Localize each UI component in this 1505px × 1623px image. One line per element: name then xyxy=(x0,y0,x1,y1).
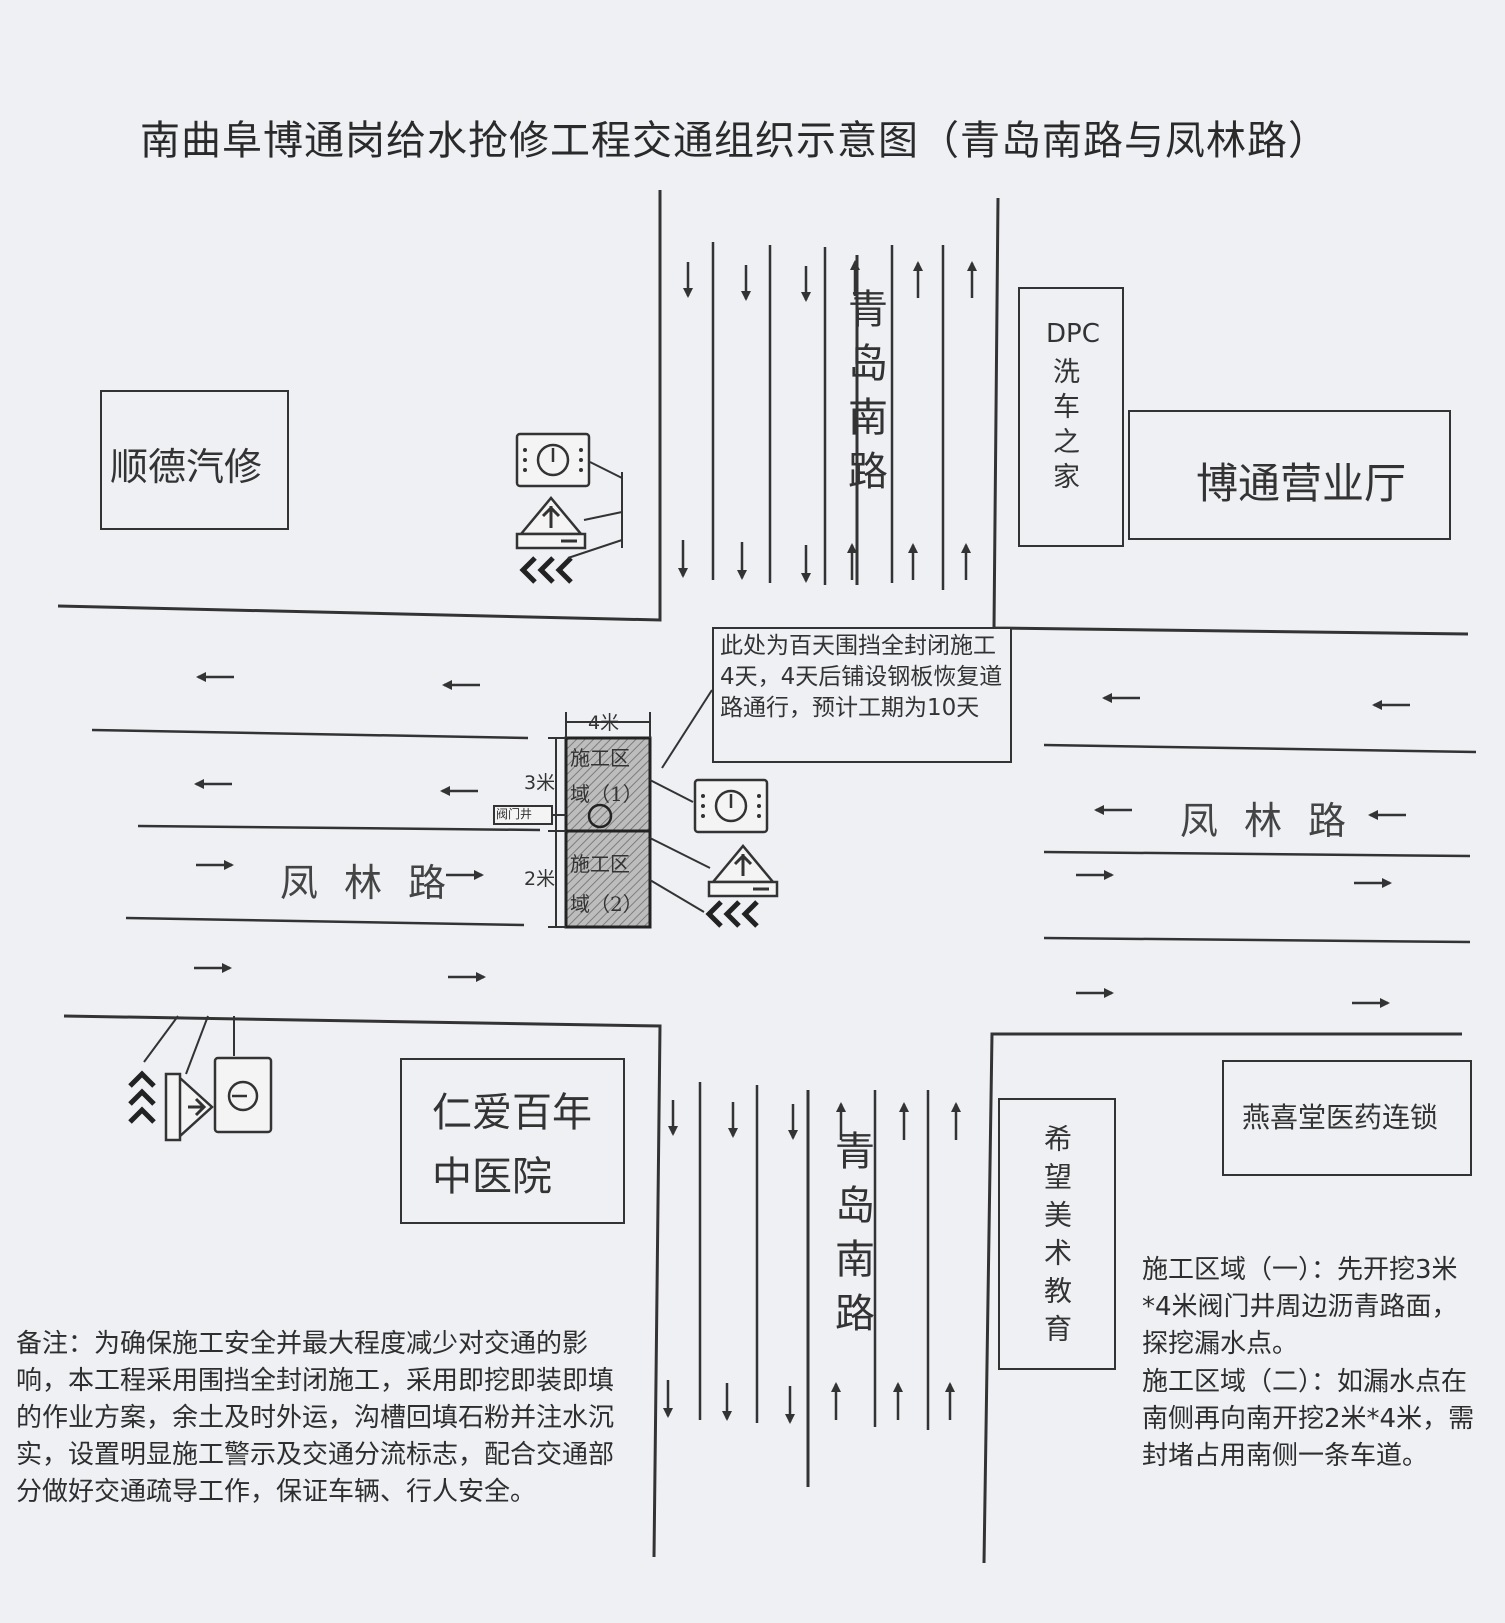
construction-sign-icon xyxy=(693,778,769,834)
chevron-arrows-icon xyxy=(128,1070,156,1124)
road-name-west: 凤林路 xyxy=(280,861,473,905)
zone2-description: 施工区域（二）：如漏水点在南侧再向南开挖2米*4米，需封堵占用南侧一条车道。 xyxy=(1142,1367,1475,1471)
warning-triangle-icon xyxy=(707,844,779,898)
dimension-width: 4米 xyxy=(588,712,620,734)
warning-triangle-icon xyxy=(164,1072,214,1142)
building-dpc: DPC 洗车之家 xyxy=(1018,287,1124,547)
chevron-arrows-icon xyxy=(523,558,571,582)
building-yanxitang: 燕喜堂医药连锁 xyxy=(1222,1060,1472,1176)
building-label-line2: 中医院 xyxy=(432,1154,552,1200)
zone1-label-line2: 域（1） xyxy=(570,782,643,806)
zone2-label-line2: 域（2） xyxy=(570,892,643,916)
road-name-south: 青岛南路 xyxy=(828,1130,874,1346)
building-label: 顺德汽修 xyxy=(110,445,263,489)
road-name-north: 青岛南路 xyxy=(841,288,887,504)
page-title: 南曲阜博通岗给水抢修工程交通组织示意图（青岛南路与凤林路） xyxy=(140,118,1329,164)
building-label-line1: 仁爱百年 xyxy=(432,1090,592,1136)
building-label: 燕喜堂医药连锁 xyxy=(1242,1101,1439,1134)
construction-zone-1 xyxy=(564,736,652,833)
construction-zone-2 xyxy=(564,829,652,929)
building-label: 洗车之家 xyxy=(1048,357,1079,497)
zone1-description: 施工区域（一）：先开挖3米*4米阀门井周边沥青路面，探挖漏水点。 xyxy=(1142,1255,1458,1359)
building-label: 希望美术教育 xyxy=(1040,1124,1073,1352)
dimension-zone1: 3米 xyxy=(524,772,556,794)
valve-label: 阀门井 xyxy=(496,807,533,821)
building-label-prefix: DPC xyxy=(1046,319,1100,349)
construction-sign-icon xyxy=(213,1056,273,1134)
chevron-arrows-icon xyxy=(709,902,757,926)
building-shunde: 顺德汽修 xyxy=(100,390,289,530)
construction-sign-icon xyxy=(515,432,591,488)
building-label: 博通营业厅 xyxy=(1196,459,1407,508)
building-xiwang: 希望美术教育 xyxy=(998,1098,1116,1370)
construction-callout: 此处为百天围挡全封闭施工4天，4天后铺设钢板恢复道路通行，预计工期为10天 xyxy=(712,627,1012,763)
building-botong: 博通营业厅 xyxy=(1128,410,1451,540)
building-renai: 仁爱百年 中医院 xyxy=(400,1058,625,1224)
remark-note: 备注：为确保施工安全并最大程度减少对交通的影响，本工程采用围挡全封闭施工，采用即… xyxy=(16,1329,615,1507)
zone1-label-line1: 施工区 xyxy=(570,746,630,770)
dimension-zone2: 2米 xyxy=(524,868,556,890)
road-name-east: 凤林路 xyxy=(1180,799,1373,843)
warning-triangle-icon xyxy=(515,496,587,550)
valve-well-icon xyxy=(587,803,613,829)
zone2-label-line1: 施工区 xyxy=(570,852,630,876)
